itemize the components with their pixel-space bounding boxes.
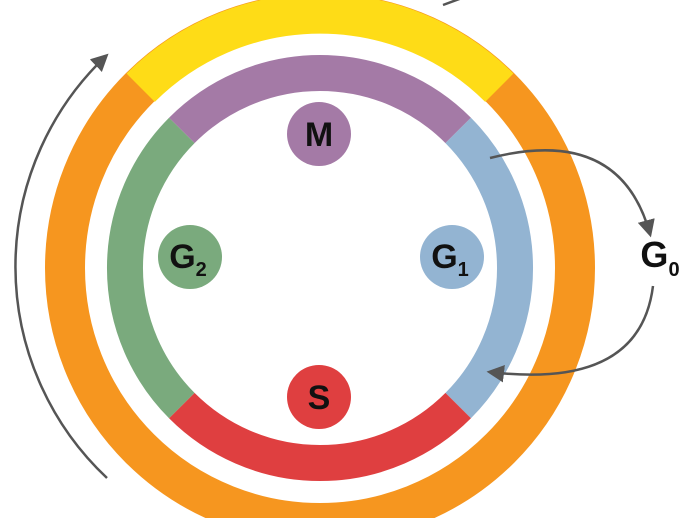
phase-label-g2: G2 xyxy=(169,238,207,281)
phase-arc-g1 xyxy=(445,117,533,419)
phase-arc-s xyxy=(169,392,471,481)
arrow-g1-to-g0 xyxy=(489,149,655,238)
phase-dot-m xyxy=(287,102,351,166)
arrow-g0-to-g1 xyxy=(486,285,655,383)
phase-arc-m xyxy=(169,55,471,144)
phase-dot-g2 xyxy=(158,225,222,289)
phase-label-g1: G1 xyxy=(431,238,469,281)
top-arrow-fragment xyxy=(442,0,461,7)
cycle-direction-arrow xyxy=(14,53,109,479)
g0-label: G0 xyxy=(640,234,679,281)
phase-dot-s xyxy=(287,365,351,429)
phase-label-m: M xyxy=(305,116,333,154)
phase-arc-g2 xyxy=(107,117,195,419)
phase-dot-g1 xyxy=(420,225,484,289)
outer-ring-mitotic xyxy=(126,0,514,102)
phase-label-s: S xyxy=(308,379,331,417)
